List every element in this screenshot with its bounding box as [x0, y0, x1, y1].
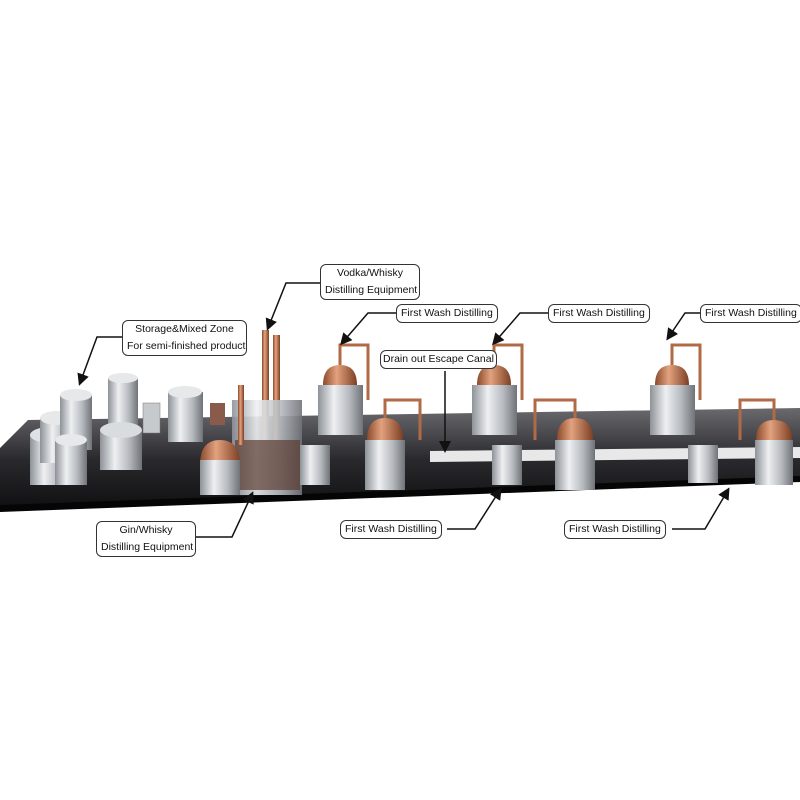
first-wash-top-1-leader	[340, 312, 396, 346]
storage-tanks	[30, 373, 225, 485]
floor-edge	[0, 476, 800, 512]
label-storage-zone: Storage&Mixed Zone For semi-finished pro…	[122, 320, 247, 356]
label-line: For semi-finished product	[127, 340, 246, 352]
gin-leader	[195, 491, 254, 538]
label-vodka-whisky: Vodka/Whisky Distilling Equipment	[320, 264, 420, 300]
label-first-wash-bottom-1: First Wash Distilling	[340, 520, 442, 539]
label-gin-whisky: Gin/Whisky Distilling Equipment	[96, 521, 196, 557]
label-drain-canal: Drain out Escape Canal	[380, 350, 497, 369]
callout-lines	[77, 282, 730, 538]
column-stills	[200, 330, 302, 495]
first-wash-bottom-1-leader	[447, 487, 502, 530]
vodka-leader	[265, 282, 320, 331]
label-first-wash-top-3: First Wash Distilling	[700, 304, 800, 323]
first-wash-top-2-leader	[492, 312, 548, 346]
label-line: Distilling Equipment	[101, 541, 194, 553]
label-first-wash-bottom-2: First Wash Distilling	[564, 520, 666, 539]
label-line: Distilling Equipment	[325, 284, 418, 296]
label-line: Storage&Mixed Zone	[135, 323, 234, 335]
first-wash-bottom-2-leader	[672, 487, 730, 530]
first-wash-group-1	[300, 343, 422, 490]
first-wash-top-3-leader	[666, 312, 700, 341]
label-first-wash-top-1: First Wash Distilling	[396, 304, 498, 323]
storage-leader	[77, 336, 122, 386]
label-first-wash-top-2: First Wash Distilling	[548, 304, 650, 323]
first-wash-group-3	[650, 343, 793, 485]
label-line: Vodka/Whisky	[337, 267, 403, 279]
label-line: Gin/Whisky	[119, 524, 173, 536]
